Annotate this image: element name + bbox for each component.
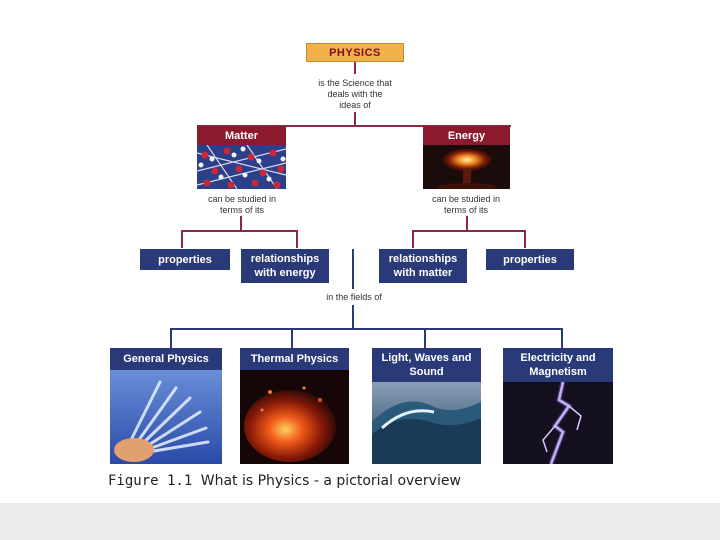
thermal-physics-box: Thermal Physics [240,348,349,370]
box-label: Electricity and [520,352,596,364]
light-waves-sound-box: Light, Waves and Sound [372,348,481,382]
connector [170,328,172,348]
box-label: relationships [250,253,320,265]
explosion-image [423,145,510,189]
relationships-with-matter-box: relationships with matter [379,249,467,283]
connector [524,230,526,248]
box-label: Light, Waves and [381,352,472,364]
connector [352,249,354,289]
glass-rods-image [110,370,222,464]
connector [412,230,414,248]
relationships-with-energy-box: relationships with energy [241,249,329,283]
footer-bar [0,503,720,540]
box-label: properties [503,253,557,266]
general-physics-box: General Physics [110,348,222,370]
energy-box: Energy [423,126,510,145]
matter-properties-box: properties [140,249,230,270]
desc-line: can be studied in [207,194,277,204]
matter-description: can be studied in terms of its [196,194,288,216]
energy-description: can be studied in terms of its [420,194,512,216]
root-description: is the Science that deals with the ideas… [300,78,410,111]
connector [197,125,511,127]
physics-box: PHYSICS [306,43,404,62]
lightning-image [503,382,613,464]
molecule-lattice-image [197,145,286,189]
box-label: relationships [388,253,458,265]
box-label: Magnetism [529,366,587,378]
caption-text: What is Physics - a pictorial overview [200,473,461,489]
energy-properties-box: properties [486,249,574,270]
desc-line: terms of its [219,205,264,215]
connector [296,230,298,248]
connector [240,216,242,230]
figure-caption: Figure 1.1 What is Physics - a pictorial… [108,473,461,489]
desc-line: deals with the [327,89,383,99]
connector [354,112,356,126]
connector [170,328,563,330]
connector [352,305,354,329]
connector [424,328,426,348]
electricity-magnetism-box: Electricity and Magnetism [503,348,613,382]
connector [181,230,298,232]
box-label: General Physics [123,353,209,365]
connector [561,328,563,348]
desc-line: ideas of [339,100,371,110]
ocean-wave-image [372,382,481,464]
figure-number: Figure 1.1 [108,473,193,489]
connector [466,216,468,230]
connector [291,328,293,348]
fields-text: in the fields of [318,292,390,303]
lava-image [240,370,349,464]
box-label: Thermal Physics [250,353,339,365]
connector [354,62,356,74]
desc-line: terms of its [443,205,488,215]
box-label: properties [158,253,212,266]
box-label: with energy [254,267,316,279]
desc-line: is the Science that [318,78,392,88]
box-label: with matter [393,267,453,279]
connector [412,230,526,232]
desc-line: can be studied in [431,194,501,204]
matter-box: Matter [197,126,286,145]
box-label: Sound [409,366,444,378]
connector [181,230,183,248]
